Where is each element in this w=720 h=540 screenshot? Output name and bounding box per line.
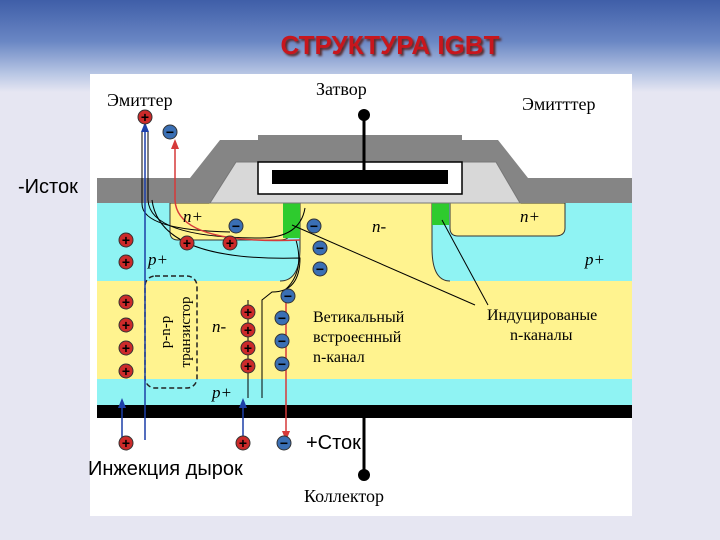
n-plus-well-right	[449, 202, 566, 237]
label-n-plus-right: n+	[520, 207, 540, 226]
charge-carriers: +++++++++++++++−−−−−−−−−−	[118, 109, 328, 451]
electron-carrier	[274, 333, 290, 349]
hole-carrier-sign: +	[122, 435, 130, 451]
hole-carrier-sign: +	[122, 254, 130, 270]
electron-carrier-sign: −	[316, 261, 324, 277]
gate-terminal-dot	[358, 109, 370, 121]
hole-carrier	[118, 340, 134, 356]
electron-path-top-2	[141, 131, 231, 233]
electron-path-mid	[151, 199, 301, 398]
hole-carrier-sign: +	[244, 358, 252, 374]
induced-channel-right	[432, 203, 449, 225]
induced-channel-left	[283, 203, 300, 238]
hole-carrier-sign: +	[122, 232, 130, 248]
electron-carrier-sign: −	[280, 435, 288, 451]
label-n-plus-left: n+	[183, 207, 203, 226]
collector-terminal-dot	[358, 469, 370, 481]
electron-path-top	[147, 131, 306, 239]
electron-carrier	[312, 240, 328, 256]
transistor-label: транзистор	[178, 297, 194, 368]
hole-arrowhead-up	[141, 122, 149, 132]
induced-channels-line-2: n-каналы	[510, 327, 573, 344]
hole-carrier-sign: +	[226, 235, 234, 251]
terminal-emitter-left: Эмиттер	[107, 90, 173, 110]
collector-contact-layer	[97, 405, 632, 418]
channel-boundary-left	[279, 203, 301, 282]
hole-carrier	[137, 109, 153, 125]
electron-carrier-sign: −	[166, 124, 174, 140]
vertical-channel-line-3: n-канал	[313, 349, 365, 366]
induced-leader-right	[441, 219, 489, 306]
hole-carrier-sign: +	[244, 304, 252, 320]
hole-carrier	[240, 358, 256, 374]
hole-carrier	[118, 254, 134, 270]
hole-carrier-sign: +	[122, 363, 130, 379]
electron-carrier-sign: −	[278, 356, 286, 372]
hole-carrier	[118, 232, 134, 248]
hole-carrier	[222, 235, 238, 251]
hole-carrier	[240, 340, 256, 356]
electron-carrier	[276, 435, 292, 451]
label-p-plus-left: p+	[147, 250, 168, 269]
hole-carrier	[235, 435, 251, 451]
pnp-label: р-n-р	[158, 316, 174, 349]
label-n-minus-mid: n-	[212, 317, 227, 336]
gate-electrode	[272, 170, 448, 184]
hole-carrier	[118, 317, 134, 333]
electron-carrier-sign: −	[310, 218, 318, 234]
label-p-plus-right: p+	[584, 250, 605, 269]
hole-carrier	[118, 363, 134, 379]
induced-leader-left	[291, 224, 476, 306]
electron-flow-red	[174, 145, 301, 242]
channel-boundary-right	[431, 203, 451, 282]
electron-carrier	[306, 218, 322, 234]
vertical-channel-line-2: встроеєнный	[313, 329, 402, 346]
label-p-plus-bottom: p+	[211, 383, 232, 402]
electron-carrier-sign: −	[278, 310, 286, 326]
hole-carrier-sign: +	[239, 435, 247, 451]
hole-carrier-sign: +	[244, 340, 252, 356]
electron-path-curve	[284, 239, 300, 291]
electron-arrowhead-up	[171, 139, 179, 149]
source-label: -Исток	[18, 176, 78, 198]
label-n-minus-top: n-	[372, 217, 387, 236]
hole-carrier	[179, 235, 195, 251]
hole-carrier-sign: +	[122, 317, 130, 333]
hole-carrier	[240, 304, 256, 320]
electron-carrier	[312, 261, 328, 277]
hole-carrier-sign: +	[122, 294, 130, 310]
electron-carrier	[228, 218, 244, 234]
hole-injection-arrow-right	[239, 398, 247, 408]
n-minus-upper-region	[280, 203, 450, 281]
electron-carrier	[274, 356, 290, 372]
hole-carrier-sign: +	[244, 322, 252, 338]
hole-carrier-sign: +	[122, 340, 130, 356]
drain-label: +Сток	[306, 432, 361, 454]
electron-carrier	[274, 310, 290, 326]
electron-carrier-sign: −	[316, 240, 324, 256]
hole-carrier	[240, 322, 256, 338]
hole-carrier	[118, 294, 134, 310]
terminal-emitter-right: Эмитттер	[522, 94, 596, 114]
hole-carrier-sign: +	[183, 235, 191, 251]
electron-carrier-sign: −	[284, 288, 292, 304]
hole-injection-arrow-left	[118, 398, 126, 408]
hole-carrier-sign: +	[141, 109, 149, 125]
electron-carrier-sign: −	[232, 218, 240, 234]
induced-channels-line-1: Индуцированые	[487, 307, 597, 324]
electron-carrier	[280, 288, 296, 304]
n-minus-drift-region	[97, 281, 632, 379]
terminal-collector: Коллектор	[304, 486, 384, 506]
terminal-gate: Затвор	[316, 79, 367, 99]
vertical-channel-line-1: Ветикальный	[313, 309, 405, 326]
hole-injection-label: Инжекция дырок	[88, 458, 243, 480]
electron-carrier	[162, 124, 178, 140]
hole-carrier	[118, 435, 134, 451]
electron-carrier-sign: −	[278, 333, 286, 349]
slide-title: СТРУКТУРА IGBT	[280, 30, 500, 60]
bottom-p-plus-layer	[97, 379, 632, 405]
